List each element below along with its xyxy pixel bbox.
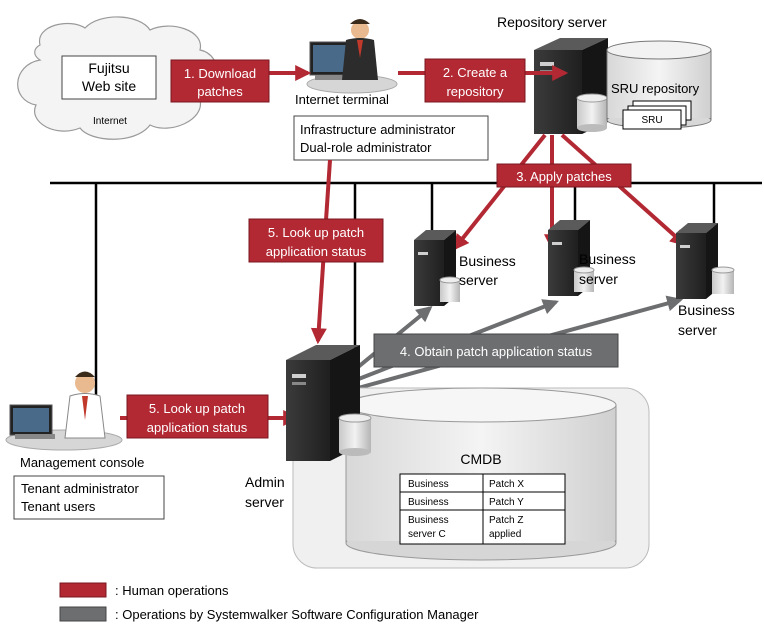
management-console-label: Management console [20, 455, 144, 470]
arrow-apply-3 [560, 133, 687, 247]
fujitsu-label: Fujitsu [88, 60, 129, 76]
svg-text:3. Apply patches: 3. Apply patches [516, 169, 612, 184]
role-dual-role-admin: Dual-role administrator [300, 140, 432, 155]
role-infrastructure-admin: Infrastructure administrator [300, 122, 456, 137]
internet-terminal: Internet terminal Infrastructure adminis… [293, 19, 489, 161]
step-2-create-repository: 2. Create a repository [424, 58, 526, 103]
svg-text:5. Look up patch: 5. Look up patch [268, 225, 364, 240]
cmdb-area: CMDB Business Patch X Business Patch Y B… [292, 387, 650, 569]
svg-text:server: server [678, 322, 717, 338]
cmdb-title: CMDB [460, 451, 501, 467]
internet-label: Internet [93, 116, 127, 127]
legend-human-label: : Human operations [115, 583, 229, 598]
cmdb-table: Business Patch X Business Patch Y Busine… [399, 473, 566, 545]
cmdb-row-2-patch: Patch Y [489, 497, 524, 508]
legend-human-swatch [59, 582, 107, 598]
web-site-label: Web site [82, 78, 136, 94]
management-console: Management console Tenant administrator … [5, 371, 165, 520]
svg-text:5. Look up patch: 5. Look up patch [149, 401, 245, 416]
business-server-2: Business server [548, 220, 636, 296]
svg-text:repository: repository [446, 84, 504, 99]
svg-text:application status: application status [266, 244, 367, 259]
network-lines [50, 181, 762, 402]
repository-server-label: Repository server [497, 14, 607, 30]
cmdb-top [345, 387, 617, 423]
step-1-download: 1. Download patches [170, 59, 270, 103]
cmdb-row-3-patch-2: applied [489, 529, 521, 540]
cmdb-row-2-server: Business [408, 497, 449, 508]
legend-tool-swatch [59, 606, 107, 622]
svg-text:patches: patches [197, 84, 243, 99]
business-server-1: Business server [414, 230, 516, 306]
sru-repository-cylinder: SRU repository SRU [606, 40, 712, 130]
svg-text:Business: Business [459, 253, 516, 269]
internet-cloud: Fujitsu Web site Internet [17, 16, 219, 140]
legend-tool-label: : Operations by Systemwalker Software Co… [115, 607, 479, 622]
repository-server: Repository server SRU repository SRU [497, 14, 712, 134]
step-3-apply-patches: 3. Apply patches [496, 163, 632, 188]
step-5-lookup-terminal: 5. Look up patch application status [248, 218, 384, 263]
svg-text:4. Obtain patch application st: 4. Obtain patch application status [400, 344, 593, 359]
svg-text:1. Download: 1. Download [184, 66, 256, 81]
terminal-roles-box [293, 115, 489, 161]
sru-repository-label: SRU repository [611, 81, 700, 96]
cmdb-row-3-server-2: server C [408, 529, 446, 540]
cmdb-row-3-patch-1: Patch Z [489, 515, 523, 526]
svg-text:2. Create a: 2. Create a [443, 65, 508, 80]
svg-text:application status: application status [147, 420, 248, 435]
svg-text:server: server [579, 271, 618, 287]
admin-server-line1: Admin [245, 474, 285, 490]
operator-body [342, 38, 378, 80]
arrow-apply-1 [453, 133, 547, 251]
cmdb-row-1-server: Business [408, 479, 449, 490]
svg-text:Business: Business [678, 302, 735, 318]
admin-server-line2: server [245, 494, 284, 510]
cmdb-row-3-server-1: Business [408, 515, 449, 526]
role-tenant-users: Tenant users [21, 499, 96, 514]
sru-document [622, 109, 682, 130]
svg-text:server: server [459, 272, 498, 288]
console-operator-head [75, 373, 95, 393]
sru-label: SRU [641, 115, 662, 126]
step-5-lookup-console: 5. Look up patch application status [126, 394, 269, 439]
fujitsu-web-site-box [61, 55, 157, 100]
legend: : Human operations : Operations by Syste… [59, 582, 479, 622]
role-tenant-admin: Tenant administrator [21, 481, 139, 496]
console-roles-box [13, 475, 165, 520]
admin-server: Admin server [245, 345, 372, 510]
step-4-obtain-status: 4. Obtain patch application status [373, 333, 619, 368]
internet-terminal-label: Internet terminal [295, 92, 389, 107]
svg-text:Business: Business [579, 251, 636, 267]
cmdb-row-1-patch: Patch X [489, 479, 524, 490]
operator-head [351, 21, 369, 39]
business-server-3: Business server [676, 223, 735, 338]
